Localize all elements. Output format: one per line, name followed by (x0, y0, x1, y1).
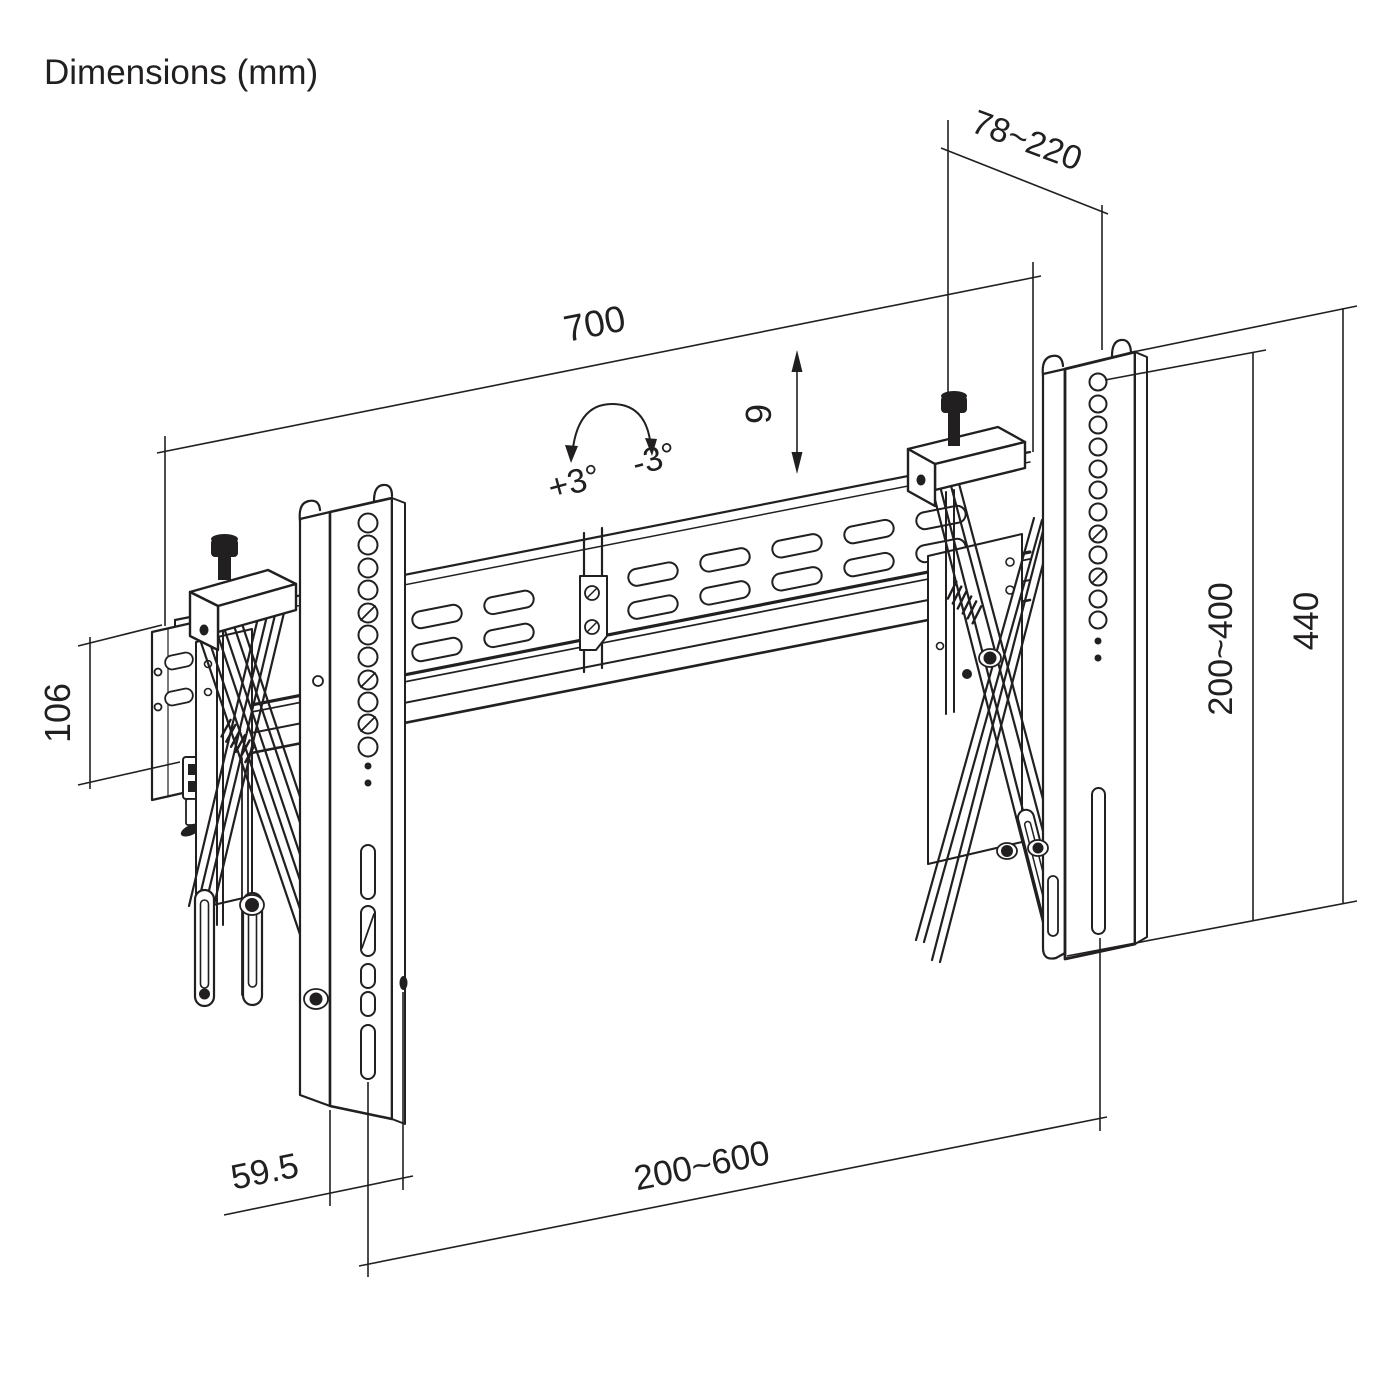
vesa-range-label: 200~400 (1202, 582, 1240, 715)
right-scissor-assembly (914, 478, 1074, 964)
right-rail-holes (1088, 372, 1108, 662)
rail-width-label: 700 (560, 298, 629, 350)
dim-wall-plate-height: 106 (37, 624, 181, 789)
tilt-plus-label: +3° (544, 457, 604, 507)
dim-tilt: +3° -3° (544, 403, 680, 508)
left-tv-rail (298, 483, 408, 1125)
tilt-arrow-right-icon (645, 438, 657, 456)
arrow-down-icon (791, 452, 803, 474)
scissor-arms-right (914, 478, 1074, 964)
dim-vesa-range: 200~400 (1104, 349, 1267, 921)
left-rail-slots (360, 844, 376, 1080)
height-adjust-label: 9 (738, 404, 779, 424)
left-rail-holes (357, 512, 379, 787)
pivot-bolts-right (962, 648, 1018, 860)
tilt-minus-label: -3° (628, 435, 680, 483)
wall-rail-slots (411, 504, 967, 663)
right-rail-slot (1091, 787, 1106, 935)
dim-height-adjust: 9 (738, 350, 803, 474)
arrow-up-icon (791, 350, 803, 372)
wall-plate-height-label: 106 (37, 683, 78, 743)
right-tv-rail (1027, 338, 1148, 961)
top-bracket-right (906, 391, 1027, 508)
rail-splice (579, 526, 608, 674)
bracket-height-label: 440 (1287, 592, 1326, 650)
adjust-screw-left (211, 534, 238, 580)
page-title: Dimensions (mm) (44, 53, 318, 92)
dim-depth-range: 78~220 (940, 103, 1109, 396)
adjust-screw-right (941, 391, 967, 446)
tilt-arc (571, 403, 652, 458)
right-flange-slot (1047, 875, 1059, 937)
dim-rail-width: 700 (156, 262, 1042, 626)
top-bracket-left (188, 534, 298, 652)
dim-bracket-height: 440 (1066, 305, 1358, 957)
dim-mount-width-range: 200~600 (358, 938, 1108, 1277)
edge-offset-label: 59.5 (228, 1146, 302, 1198)
depth-range-label: 78~220 (967, 103, 1087, 179)
tilt-arrow-left-icon (565, 445, 578, 463)
